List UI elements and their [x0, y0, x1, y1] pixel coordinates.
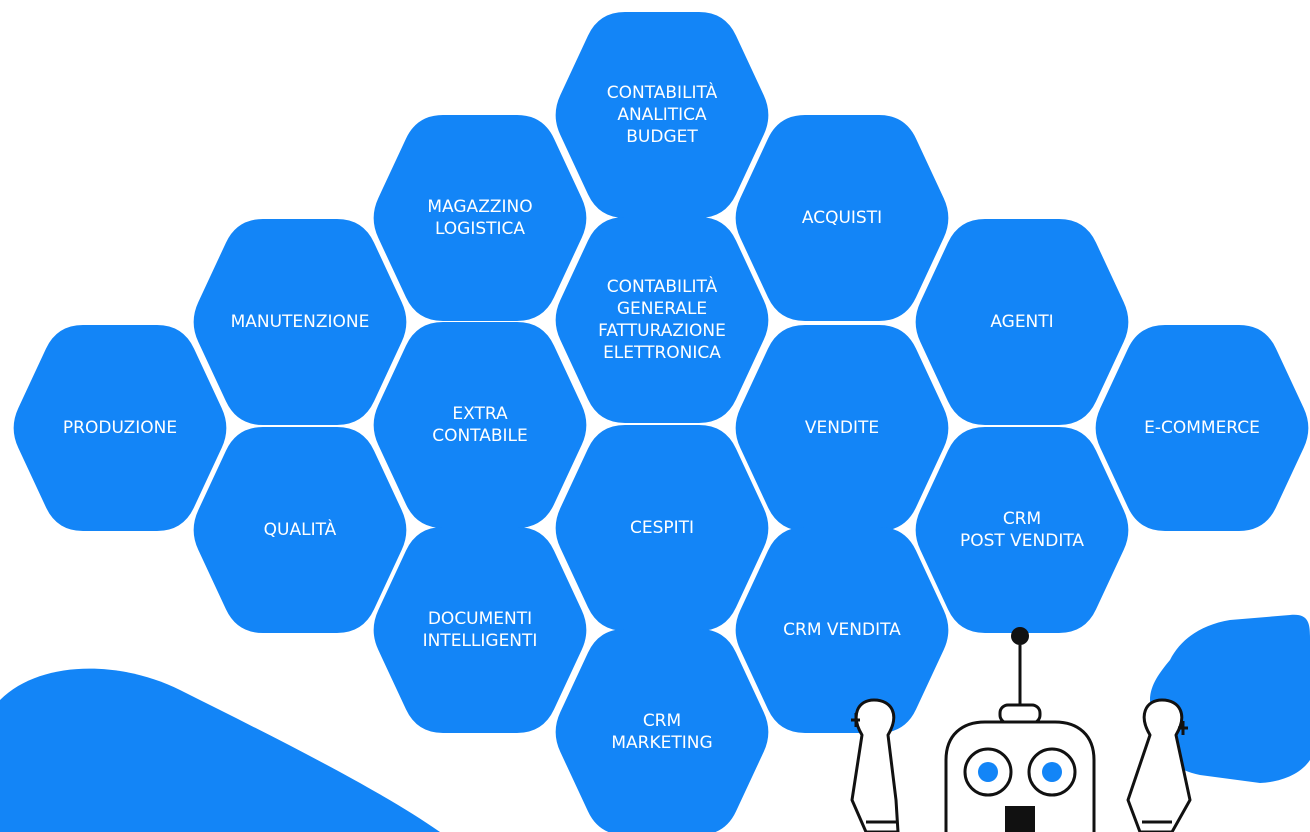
hexagon-shape	[555, 425, 769, 631]
module-label: CESPITI	[630, 518, 694, 538]
hexagon-shape	[373, 527, 587, 733]
hexagon-shape	[735, 115, 949, 321]
module-label: MAGAZZINO	[427, 197, 532, 217]
module-hex-e-commerce[interactable]: E-COMMERCE	[1095, 325, 1309, 531]
module-hex-agenti[interactable]: AGENTI	[915, 219, 1129, 425]
robot-illustration	[850, 627, 1192, 832]
module-label: QUALITÀ	[264, 518, 337, 540]
module-hex-acquisti[interactable]: ACQUISTI	[735, 115, 949, 321]
module-label: MANUTENZIONE	[231, 312, 370, 332]
module-label: EXTRA	[452, 404, 508, 424]
hexagon-shape	[13, 325, 227, 531]
module-label: MARKETING	[611, 733, 712, 753]
module-label: CONTABILITÀ	[607, 275, 718, 297]
module-hex-produzione[interactable]: PRODUZIONE	[13, 325, 227, 531]
module-label: POST VENDITA	[960, 531, 1084, 551]
module-label: CRM	[643, 711, 681, 731]
module-label: FATTURAZIONE	[598, 321, 726, 341]
hexagon-shape	[735, 527, 949, 733]
module-label: CRM VENDITA	[783, 620, 901, 640]
hexagon-shape	[915, 427, 1129, 633]
hexagon-shape	[373, 115, 587, 321]
robot-mouth	[1005, 806, 1035, 832]
module-hex-qualita[interactable]: QUALITÀ	[193, 427, 407, 633]
module-label: LOGISTICA	[435, 219, 525, 239]
robot-antenna-ball	[1011, 627, 1029, 645]
hexagon-shape	[555, 217, 769, 423]
decorative-blob-left	[0, 668, 440, 832]
module-label: VENDITE	[805, 418, 879, 438]
module-label: BUDGET	[626, 127, 698, 147]
hexagon-shape	[373, 322, 587, 528]
module-label: AGENTI	[990, 312, 1053, 332]
hexagon-shape	[555, 629, 769, 832]
module-hex-vendite[interactable]: VENDITE	[735, 325, 949, 531]
module-label: E-COMMERCE	[1144, 418, 1260, 438]
hexagon-shape	[735, 325, 949, 531]
robot-right-hand	[1126, 698, 1192, 832]
hexagon-shape	[193, 219, 407, 425]
module-label: ANALITICA	[617, 105, 707, 125]
hexagon-shape	[193, 427, 407, 633]
module-hex-contabilita-generale[interactable]: CONTABILITÀGENERALEFATTURAZIONEELETTRONI…	[555, 217, 769, 423]
module-label: CRM	[1003, 509, 1041, 529]
module-label: CONTABILE	[432, 426, 528, 446]
hexagon-shape	[1095, 325, 1309, 531]
module-label: ELETTRONICA	[603, 343, 721, 363]
module-hex-crm-vendita[interactable]: CRM VENDITA	[735, 527, 949, 733]
module-label: PRODUZIONE	[63, 418, 177, 438]
module-label: ACQUISTI	[802, 208, 882, 228]
module-hexagons: CONTABILITÀANALITICABUDGETMAGAZZINOLOGIS…	[13, 12, 1309, 832]
hexagon-shape	[555, 12, 769, 218]
module-hex-cespiti[interactable]: CESPITI	[555, 425, 769, 631]
module-label: DOCUMENTI	[428, 609, 532, 629]
hexagon-shape	[915, 219, 1129, 425]
module-label: INTELLIGENTI	[423, 631, 538, 651]
module-label: GENERALE	[617, 299, 707, 319]
decorative-hexagon-right	[1150, 614, 1310, 783]
module-label: CONTABILITÀ	[607, 81, 718, 103]
module-hex-manutenzione[interactable]: MANUTENZIONE	[193, 219, 407, 425]
